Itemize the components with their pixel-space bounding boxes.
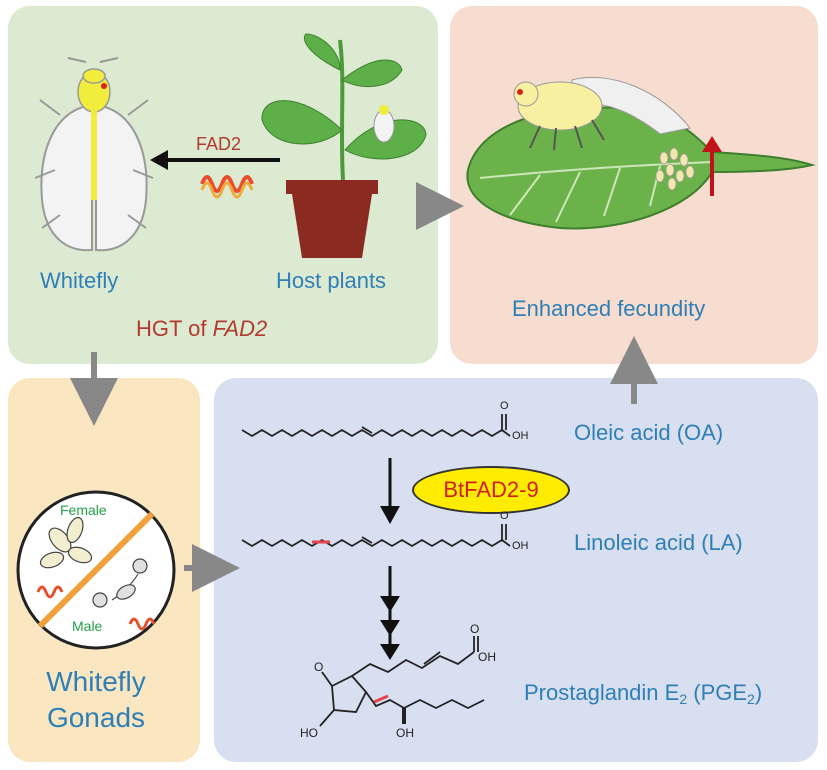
enhanced-fecundity-label: Enhanced fecundity <box>512 296 706 321</box>
pge-oh-acid-label: OH <box>478 650 496 664</box>
oa-o-label: O <box>500 400 509 412</box>
hgt-gene: FAD2 <box>212 316 268 341</box>
enzyme-badge: BtFAD2-9 <box>412 466 570 514</box>
pge2-sub: 2 <box>679 691 688 707</box>
host-plants-label: Host plants <box>276 268 387 293</box>
pge-ketone-label: O <box>314 660 324 674</box>
gonads-label: Whitefly Gonads <box>46 666 146 733</box>
hgt-prefix: HGT of <box>136 316 213 341</box>
leaf-whitefly-icon <box>466 76 816 230</box>
pge-ho-label: HO <box>300 726 318 740</box>
linoleic-acid-label: Linoleic acid (LA) <box>574 530 743 555</box>
reaction-arrows <box>380 458 400 660</box>
pge2-structure <box>319 636 485 727</box>
pge2-end: ) <box>754 680 763 705</box>
la-o-label: O <box>500 510 509 522</box>
la-oh-label: OH <box>512 540 529 552</box>
male-label: Male <box>72 618 103 634</box>
oa-oh-label: OH <box>512 430 529 442</box>
gene-transfer-arrow <box>150 150 280 199</box>
hgt-label: HGT of FAD2 <box>136 316 267 342</box>
pge2-sub2: 2 <box>747 691 755 707</box>
oleic-acid-structure <box>241 414 511 438</box>
pge2-mid: (PGE <box>687 680 748 705</box>
linoleic-acid-structure <box>241 524 511 548</box>
pge-oh-label: OH <box>396 726 414 740</box>
flow-arrows <box>70 182 658 592</box>
female-label: Female <box>60 502 107 518</box>
oleic-acid-label: Oleic acid (OA) <box>574 420 724 445</box>
pge-o-acid-label: O <box>470 622 480 636</box>
gonads-icon <box>16 490 176 650</box>
fad2-gene-label: FAD2 <box>196 134 242 154</box>
host-plant-icon <box>261 33 427 258</box>
whitefly-label: Whitefly <box>40 268 119 293</box>
chemistry-panel <box>214 378 818 762</box>
pge2-label: Prostaglandin E2 (PGE2) <box>524 680 762 707</box>
whitefly-icon <box>34 57 154 252</box>
pge2-main: Prostaglandin E <box>524 680 680 705</box>
